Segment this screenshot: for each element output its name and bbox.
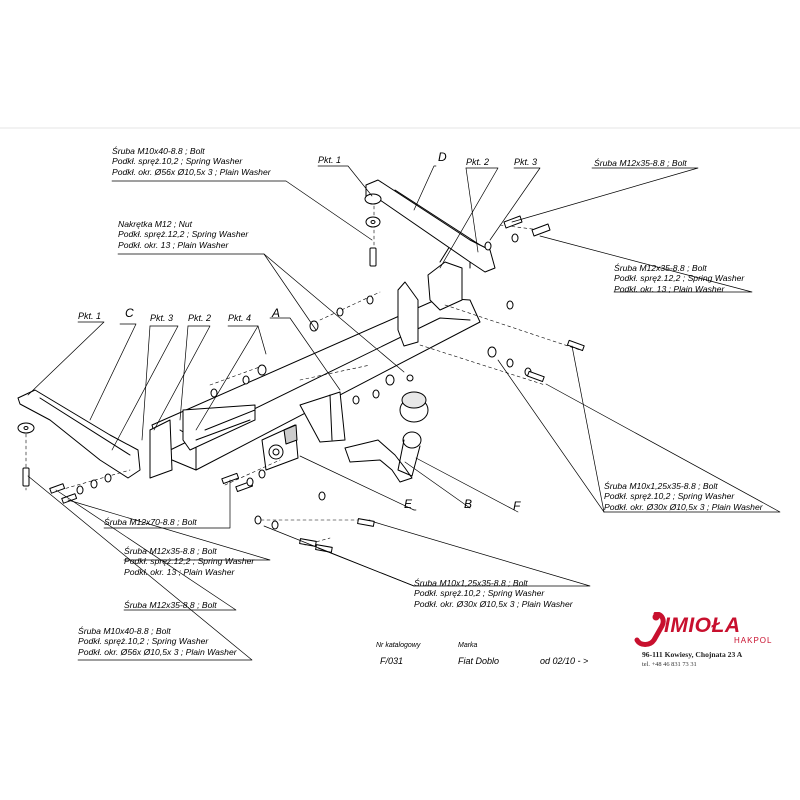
tow-ball (344, 391, 429, 483)
right-brackets (397, 237, 471, 347)
label-bolt-m12x35-bottom: Śruba M12x35-8.8 ; Bolt (124, 600, 217, 610)
right-strap (365, 179, 496, 273)
letter-b: B (464, 497, 473, 511)
brand-sub: HAKPOL (734, 636, 773, 645)
label-bolt-m12x35-left: Śruba M12x35-8.8 ; Bolt Podkł. spręż.12,… (124, 546, 255, 577)
brand-logo: IMIOŁA HAKPOL 96-111 Kowiesy, Chojnata 2… (630, 612, 795, 674)
letter-a: A (272, 306, 281, 320)
hardware-parts (17, 193, 585, 553)
catalog-od-value: od 02/10 - > (540, 656, 589, 666)
label-bolt-m10x40-bottom: Śruba M10x40-8.8 ; Bolt Podkł. spręż.10,… (78, 626, 237, 657)
label-bolt-m10x125-right: Śruba M10x1,25x35-8.8 ; Bolt Podkł. sprę… (604, 481, 763, 512)
catalog-marka-value: Fiat Doblo (458, 656, 500, 666)
tag-pkt4: Pkt. 4 (228, 313, 252, 323)
catalog-nr-header: Nr katalogowy (376, 642, 421, 649)
left-strap (17, 389, 141, 479)
catalog-marka-header: Marka (458, 642, 478, 649)
tag-pkt2-left: Pkt. 2 (188, 313, 212, 323)
tag-pkt3-right: Pkt. 3 (514, 157, 538, 167)
brand-address: 96-111 Kowiesy, Chojnata 23 A (642, 650, 743, 659)
tag-pkt1-left: Pkt. 1 (78, 311, 102, 321)
label-bolt-m12x35-top: Śruba M12x35-8.8 ; Bolt (594, 158, 687, 168)
logo-hook-icon (634, 612, 666, 647)
catalog-nr-value: F/031 (380, 656, 404, 666)
label-bolt-m10x125-bottom: Śruba M10x1,25x35-8.8 ; Bolt Podkł. sprę… (414, 578, 573, 609)
letter-d: D (438, 150, 447, 164)
label-bolt-m10x40-top: Śruba M10x40-8.8 ; Bolt Podkł. spręż.10,… (112, 146, 271, 177)
label-nut-m12: Nakrętka M12 ; Nut Podkł. spręż.12,2 ; S… (118, 219, 249, 250)
label-bolt-m12x35-right: Śruba M12x35-8.8 ; Bolt Podkł. spręż.12,… (614, 263, 745, 294)
letter-f: F (513, 499, 521, 513)
leader-lines (27, 165, 781, 661)
letter-e: E (404, 497, 413, 511)
socket-plate (261, 424, 299, 471)
tag-pkt3-left: Pkt. 3 (150, 313, 174, 323)
left-brackets (149, 404, 256, 479)
tag-pkt1-right: Pkt. 1 (318, 155, 342, 165)
brand-name: IMIOŁA (664, 614, 741, 637)
tag-pkt2-right: Pkt. 2 (466, 157, 490, 167)
brand-tel: tel. +48 46 831 73 31 (642, 661, 697, 668)
label-bolt-m12x70: Śruba M12x70-8.8 ; Bolt (104, 517, 197, 527)
letter-c: C (125, 306, 134, 320)
